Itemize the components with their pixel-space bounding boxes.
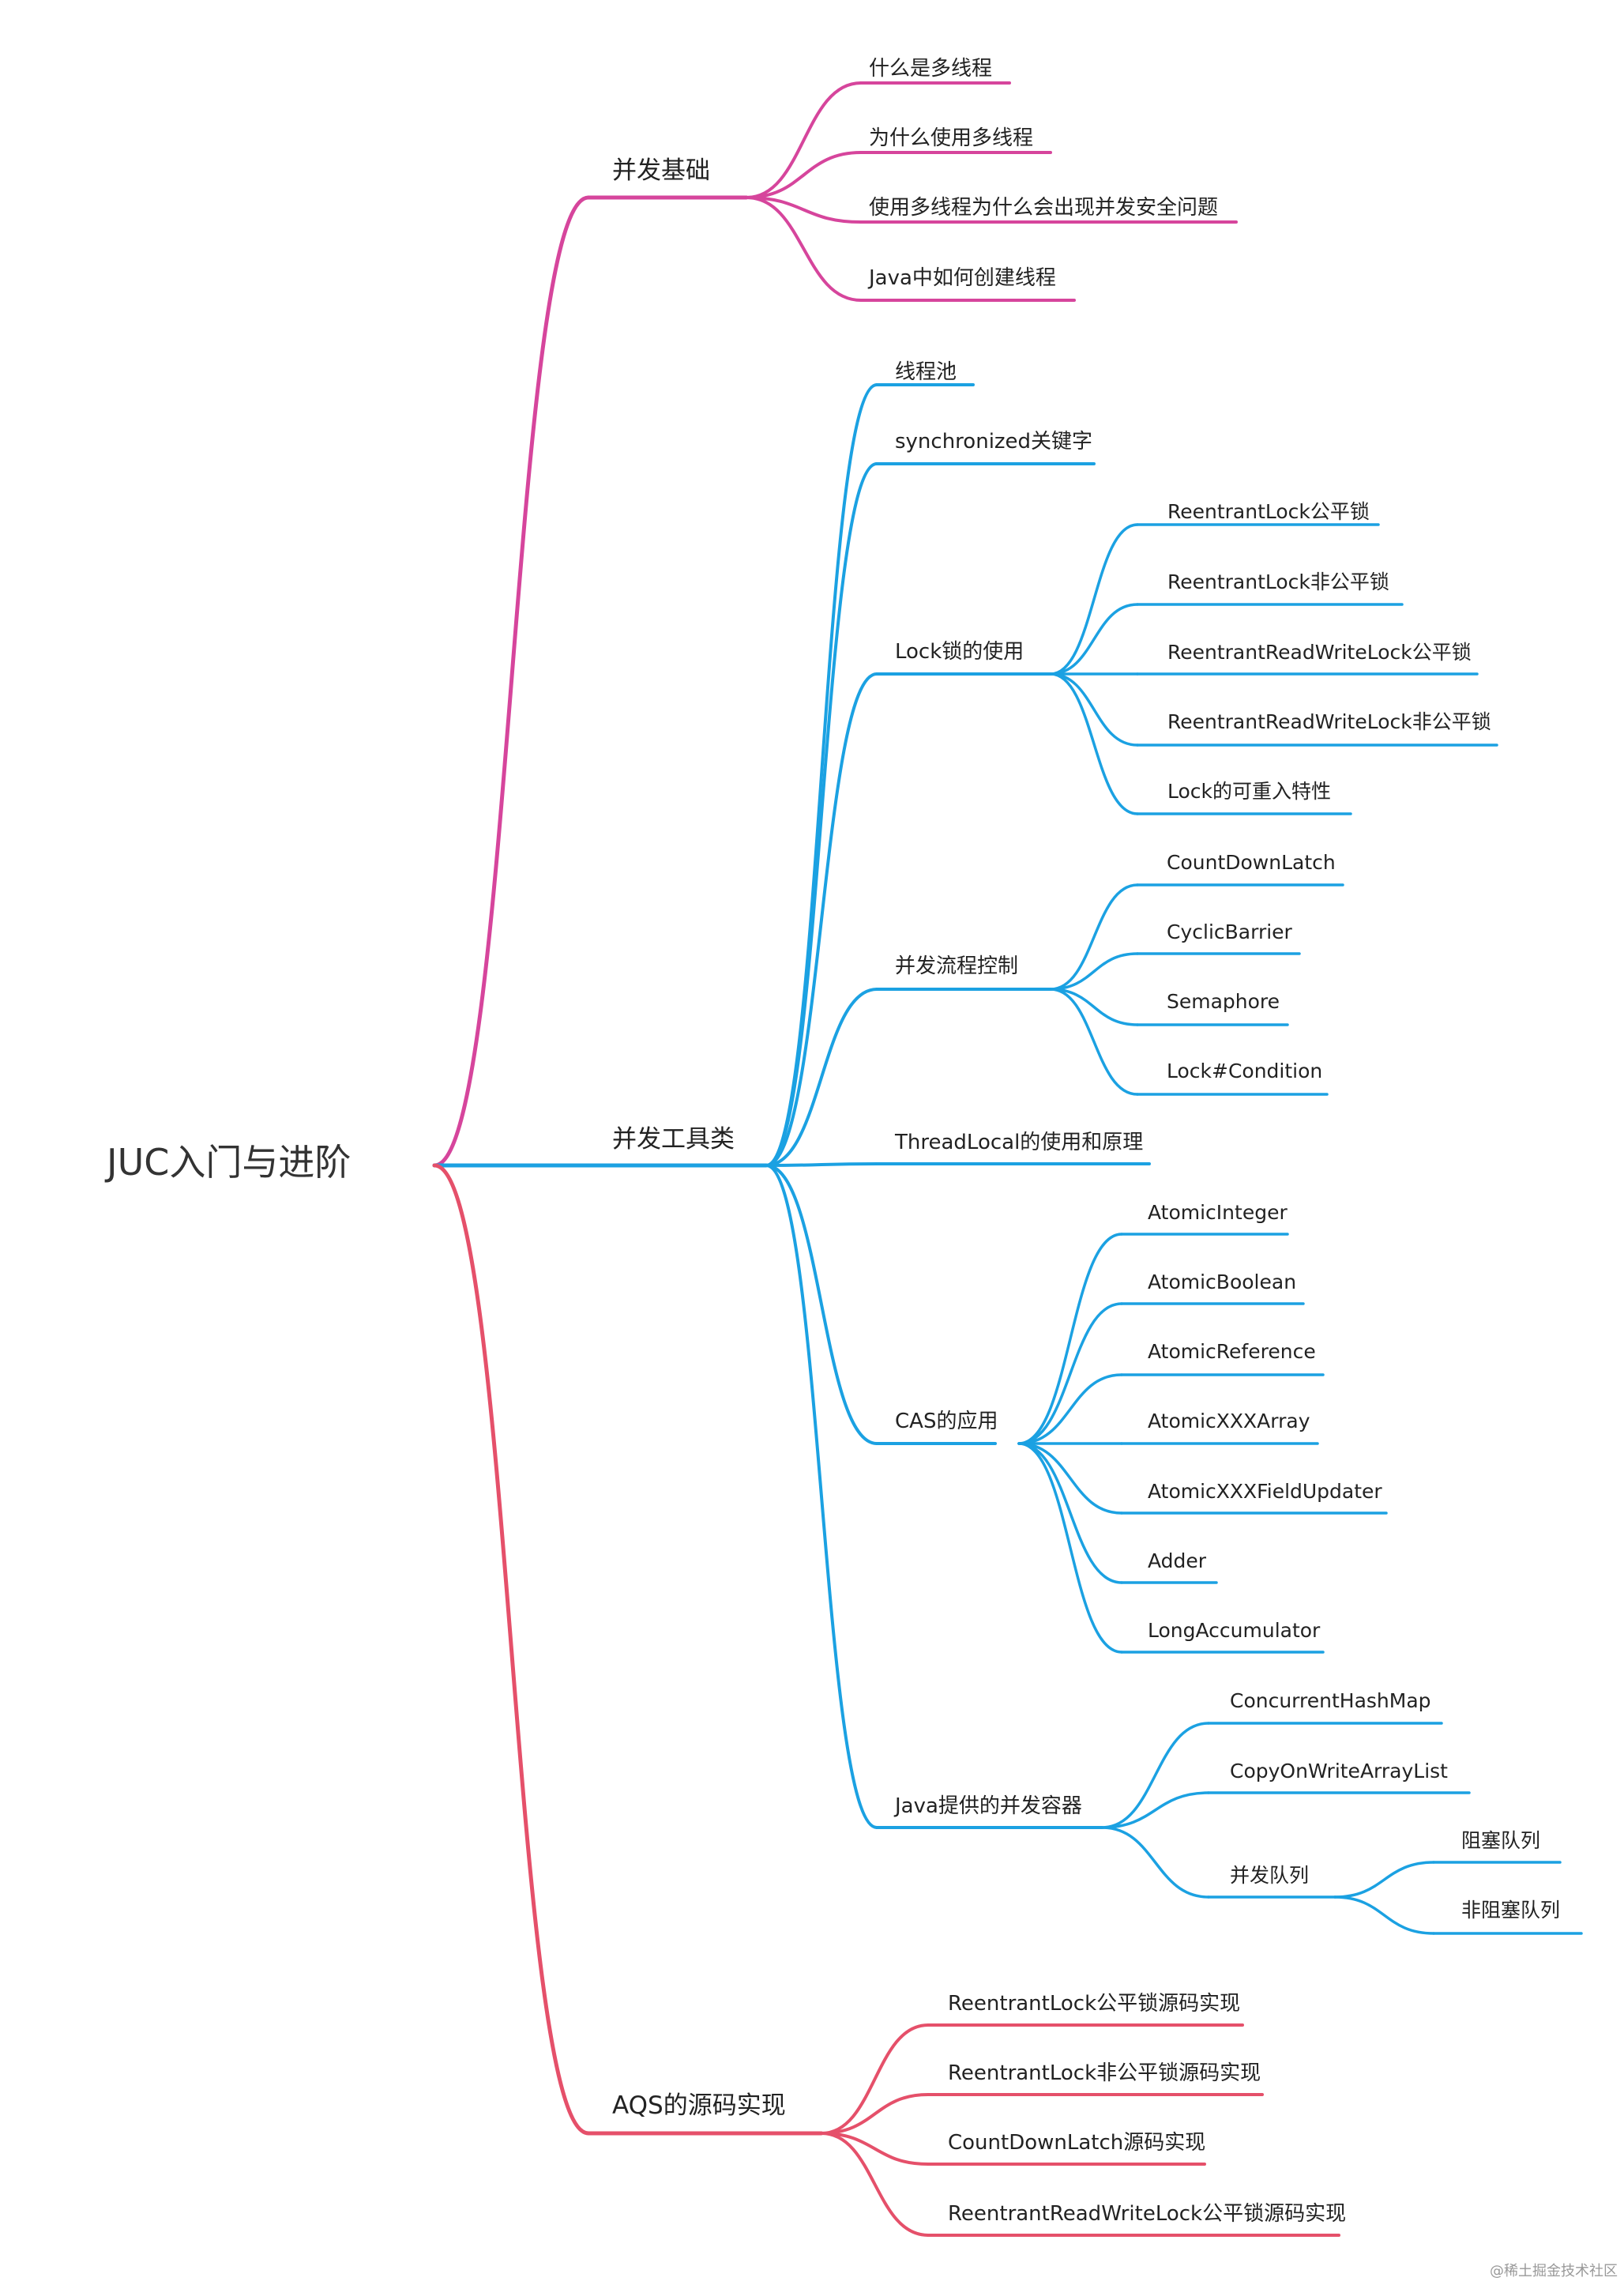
subtopic-thread-safety-issues[interactable]: 使用多线程为什么会出现并发安全问题	[869, 196, 1219, 220]
subtopic-aqs-countdownlatch[interactable]: CountDownLatch源码实现	[948, 2131, 1206, 2155]
item-lock-reentrant[interactable]: Lock的可重入特性	[1167, 780, 1332, 803]
connector-utilities-7	[765, 1164, 878, 1829]
connector-containers-3	[1100, 1826, 1210, 1899]
item-concurrenthashmap[interactable]: ConcurrentHashMap	[1230, 1689, 1431, 1712]
item-atomicreference[interactable]: AtomicReference	[1148, 1340, 1316, 1363]
connector-cas-7	[1017, 1442, 1123, 1654]
item-atomicinteger[interactable]: AtomicInteger	[1148, 1201, 1288, 1224]
connector-basics-3	[745, 196, 863, 224]
connector-containers-1	[1100, 1722, 1210, 1829]
topic-aqs-source[interactable]: AQS的源码实现	[612, 2091, 786, 2120]
connector-basics-1	[745, 81, 863, 199]
subtopic-cas[interactable]: CAS的应用	[895, 1410, 998, 1433]
item-rwlock-nonfair[interactable]: ReentrantReadWriteLock非公平锁	[1167, 710, 1491, 733]
subtopic-create-thread-in-java[interactable]: Java中如何创建线程	[869, 266, 1056, 290]
subtopic-aqs-reentrantlock-fair[interactable]: ReentrantLock公平锁源码实现	[948, 1992, 1241, 2016]
connector-cas-6	[1017, 1442, 1123, 1584]
connector-utilities-6	[765, 1164, 878, 1445]
connector-lock-2	[1049, 603, 1139, 676]
connector-aqs-2	[820, 2093, 930, 2135]
connector-cas-1	[1017, 1233, 1123, 1445]
subtopic-flow-control[interactable]: 并发流程控制	[895, 954, 1019, 978]
item-cyclicbarrier[interactable]: CyclicBarrier	[1167, 920, 1292, 943]
item-copyonwritearraylist[interactable]: CopyOnWriteArrayList	[1230, 1760, 1448, 1782]
item-reentrantlock-nonfair[interactable]: ReentrantLock非公平锁	[1167, 570, 1389, 593]
item-countdownlatch[interactable]: CountDownLatch	[1167, 851, 1336, 874]
connector-lock-4	[1049, 672, 1139, 747]
subtopic-concurrent-containers[interactable]: Java提供的并发容器	[895, 1794, 1082, 1818]
watermark: @稀土掘金技术社区	[1490, 2263, 1618, 2279]
subtopic-aqs-reentrantlock-nonfair[interactable]: ReentrantLock非公平锁源码实现	[948, 2061, 1261, 2085]
connector-cas-5	[1017, 1442, 1123, 1515]
connector-basics-2	[745, 151, 863, 199]
subtopic-threadlocal[interactable]: ThreadLocal的使用和原理	[895, 1131, 1144, 1154]
connector-utilities-2	[765, 462, 878, 1167]
root-topic[interactable]: JUC入门与进阶	[107, 1141, 351, 1184]
connector-root-aqs	[432, 1163, 591, 2136]
item-concurrent-queue[interactable]: 并发队列	[1230, 1864, 1310, 1887]
connector-aqs-3	[820, 2132, 930, 2166]
connector-queue-2	[1333, 1895, 1435, 1935]
item-atomicboolean[interactable]: AtomicBoolean	[1148, 1270, 1297, 1293]
connector-lock-1	[1049, 523, 1139, 676]
connector-utilities-5	[765, 1162, 878, 1167]
item-atomicxxxarray[interactable]: AtomicXXXArray	[1148, 1410, 1310, 1432]
subtopic-synchronized[interactable]: synchronized关键字	[895, 430, 1093, 454]
subtopic-aqs-rwlock-fair[interactable]: ReentrantReadWriteLock公平锁源码实现	[948, 2202, 1347, 2226]
topic-concurrency-basics[interactable]: 并发基础	[612, 156, 710, 185]
connector-basics-4	[745, 196, 863, 302]
subtopic-what-is-multithreading[interactable]: 什么是多线程	[869, 57, 993, 81]
item-lock-condition[interactable]: Lock#Condition	[1167, 1060, 1323, 1082]
item-reentrantlock-fair[interactable]: ReentrantLock公平锁	[1167, 500, 1370, 523]
item-nonblocking-queue[interactable]: 非阻塞队列	[1461, 1899, 1561, 1922]
connector-cas-2	[1017, 1302, 1123, 1445]
connector-flow-4	[1049, 988, 1139, 1096]
item-atomicxxxfieldupdater[interactable]: AtomicXXXFieldUpdater	[1148, 1480, 1382, 1503]
connector-utilities-4	[765, 988, 878, 1167]
connector-aqs-4	[820, 2132, 930, 2237]
item-blocking-queue[interactable]: 阻塞队列	[1461, 1829, 1541, 1852]
item-adder[interactable]: Adder	[1148, 1549, 1207, 1572]
subtopic-thread-pool[interactable]: 线程池	[895, 360, 957, 384]
subtopic-lock-usage[interactable]: Lock锁的使用	[895, 640, 1024, 664]
connector-utilities-3	[765, 672, 878, 1167]
topic-concurrency-utilities[interactable]: 并发工具类	[612, 1125, 735, 1154]
connector-cas-3	[1017, 1373, 1123, 1445]
connector-aqs-1	[820, 2023, 930, 2135]
connector-flow-2	[1049, 952, 1139, 991]
connector-containers-2	[1100, 1791, 1210, 1829]
connector-flow-3	[1049, 988, 1139, 1026]
connector-flow-1	[1049, 883, 1139, 991]
connector-queue-1	[1333, 1861, 1435, 1899]
item-rwlock-fair[interactable]: ReentrantReadWriteLock公平锁	[1167, 641, 1472, 664]
connector-utilities-1	[765, 383, 878, 1167]
item-longaccumulator[interactable]: LongAccumulator	[1148, 1619, 1321, 1642]
item-semaphore[interactable]: Semaphore	[1167, 990, 1280, 1013]
connector-lock-5	[1049, 672, 1139, 815]
subtopic-why-multithreading[interactable]: 为什么使用多线程	[869, 126, 1034, 150]
connector-root-basics	[432, 195, 591, 1168]
